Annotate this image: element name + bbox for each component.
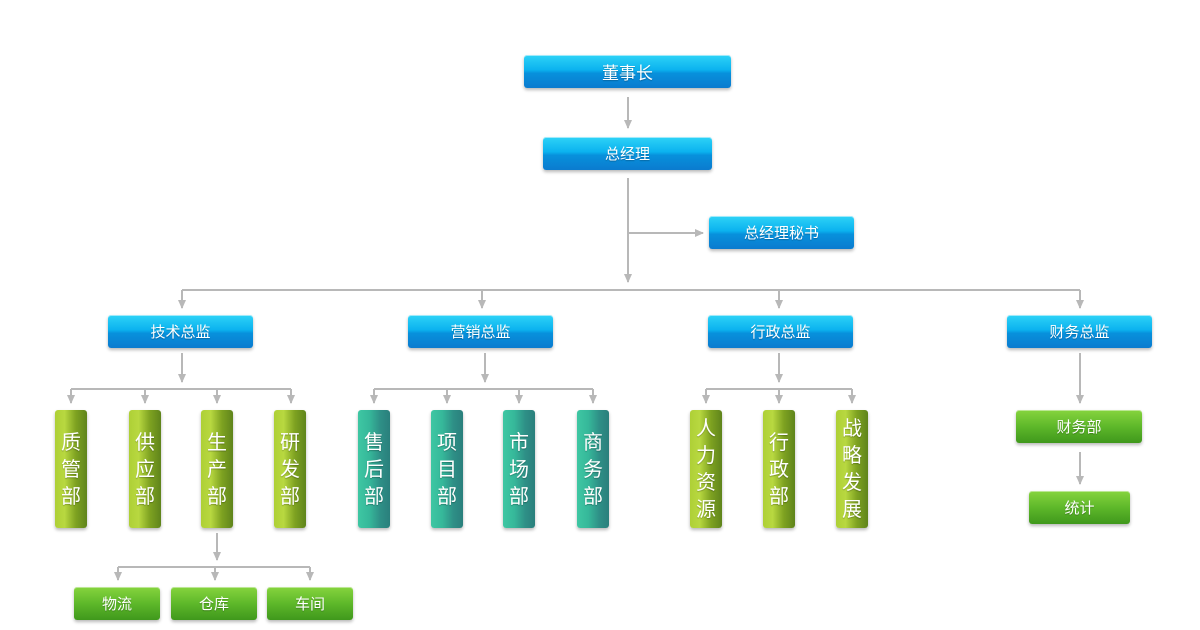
node-supply-dept[interactable]: 供应部 (129, 410, 161, 528)
node-supply-dept-label: 供应部 (135, 429, 155, 508)
node-admin-dept[interactable]: 行政部 (763, 410, 795, 528)
node-admin-director[interactable]: 行政总监 (708, 315, 853, 348)
node-marketing-director[interactable]: 营销总监 (408, 315, 553, 348)
node-business-dept-label: 商务部 (583, 429, 603, 508)
node-project-dept-label: 项目部 (437, 429, 457, 508)
node-hr-dept-label: 人力资源 (696, 416, 716, 521)
node-logistics[interactable]: 物流 (74, 587, 160, 620)
node-production-dept-label: 生产部 (207, 429, 227, 508)
node-workshop[interactable]: 车间 (267, 587, 353, 620)
node-finance-director[interactable]: 财务总监 (1007, 315, 1152, 348)
node-business-dept[interactable]: 商务部 (577, 410, 609, 528)
node-gm-secretary[interactable]: 总经理秘书 (709, 216, 854, 249)
node-warehouse[interactable]: 仓库 (171, 587, 257, 620)
node-finance-dept[interactable]: 财务部 (1016, 410, 1142, 443)
node-strategy-dept-label: 战略发展 (842, 416, 862, 521)
node-sales-dept-label: 售后部 (364, 429, 384, 508)
node-statistics[interactable]: 统计 (1029, 491, 1130, 524)
node-sales-dept[interactable]: 售后部 (358, 410, 390, 528)
node-hr-dept[interactable]: 人力资源 (690, 410, 722, 528)
node-admin-dept-label: 行政部 (769, 429, 789, 508)
node-quality-dept-label: 质管部 (61, 429, 81, 508)
node-rd-dept-label: 研发部 (280, 429, 300, 508)
node-chairman[interactable]: 董事长 (524, 55, 731, 88)
node-quality-dept[interactable]: 质管部 (55, 410, 87, 528)
node-market-dept[interactable]: 市场部 (503, 410, 535, 528)
node-project-dept[interactable]: 项目部 (431, 410, 463, 528)
node-production-dept[interactable]: 生产部 (201, 410, 233, 528)
node-market-dept-label: 市场部 (509, 429, 529, 508)
node-tech-director[interactable]: 技术总监 (108, 315, 253, 348)
node-strategy-dept[interactable]: 战略发展 (836, 410, 868, 528)
node-general-manager[interactable]: 总经理 (543, 137, 712, 170)
node-rd-dept[interactable]: 研发部 (274, 410, 306, 528)
